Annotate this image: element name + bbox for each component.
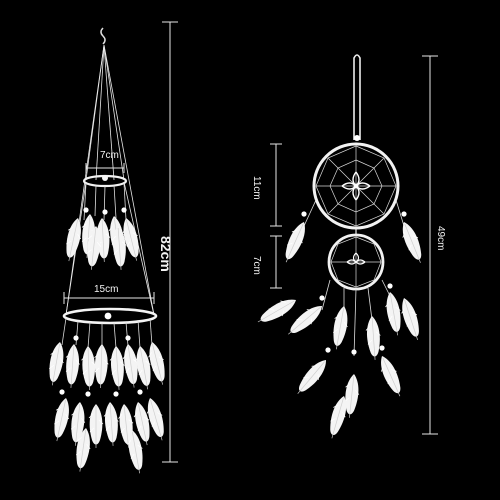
large-ring-diameter-label: 11cm <box>251 176 262 200</box>
measurement-lines-right <box>270 55 438 435</box>
small-ring-diameter-label: 7cm <box>251 256 262 275</box>
chandelier-height-label: 82cm <box>158 236 174 272</box>
measurement-lines-left <box>63 21 178 463</box>
bottom-ring-width-label: 15cm <box>94 284 119 295</box>
top-ring-width-label: 7cm <box>100 150 119 161</box>
chandelier-dreamcatcher <box>45 27 170 475</box>
double-ring-dreamcatcher <box>253 54 428 441</box>
dreamcatcher-height-label: 49cm <box>435 226 446 251</box>
